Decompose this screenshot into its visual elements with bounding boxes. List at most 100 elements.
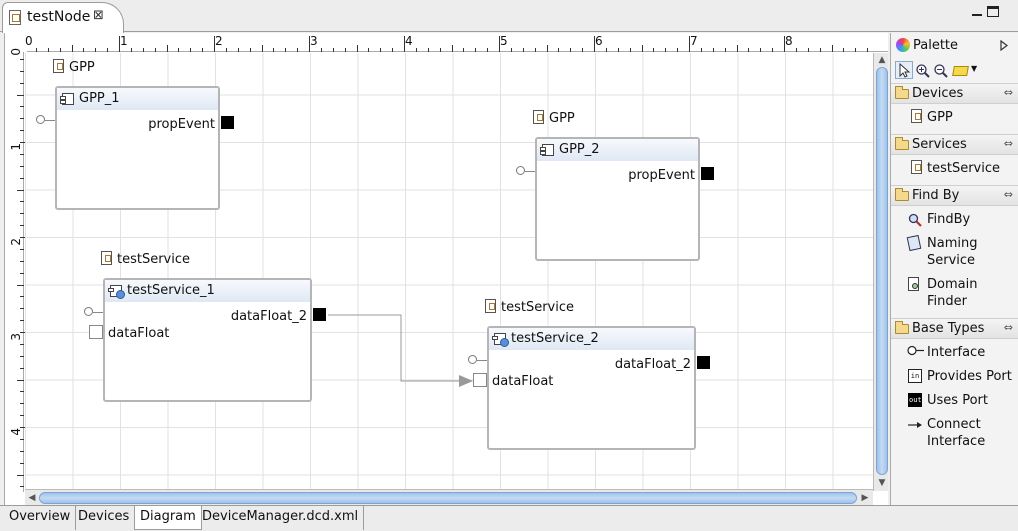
connection-line[interactable]: [25, 53, 873, 489]
close-icon[interactable]: ⊠: [93, 8, 104, 23]
pin-icon[interactable]: ⇔: [1003, 321, 1013, 334]
ruler-tick: [451, 45, 453, 52]
palette-item-connect-interface[interactable]: Connect Interface: [927, 417, 986, 449]
ruler-tick: [819, 48, 821, 52]
interface-port[interactable]: [36, 115, 45, 124]
service-node-testservice-1[interactable]: testService_1 dataFloat_2 dataFloat: [103, 278, 312, 402]
ruler-tick: [20, 320, 24, 322]
interface-line: [45, 120, 55, 121]
ruler-tick: [831, 45, 833, 52]
palette-drawer-find-by[interactable]: Find By ⇔: [891, 185, 1018, 206]
ruler-tick: [20, 403, 24, 405]
file-icon: [911, 160, 922, 174]
ruler-tick: [736, 45, 738, 52]
folder-icon: [895, 321, 909, 334]
ruler-tick: [20, 272, 24, 274]
ruler-tick-label: 1: [120, 34, 128, 48]
scroll-down-icon[interactable]: ▼: [878, 478, 886, 488]
ruler-tick-label: 0: [9, 48, 23, 56]
vertical-scroll-thumb[interactable]: [876, 67, 888, 475]
ruler-tick: [297, 48, 299, 52]
palette-item-naming-service[interactable]: Naming Service: [927, 236, 978, 268]
select-tool-icon[interactable]: [895, 61, 913, 79]
ruler-tick-label: 2: [215, 34, 223, 48]
uses-port[interactable]: [313, 308, 326, 321]
uses-port[interactable]: [701, 167, 714, 180]
ruler-tick: [712, 48, 714, 52]
uses-port[interactable]: [697, 356, 710, 369]
palette-resize-handle[interactable]: [887, 261, 893, 275]
tab-devicemanager-dcd-xml[interactable]: DeviceManager.dcd.xml: [197, 506, 365, 530]
ruler-tick: [784, 36, 785, 52]
ruler-tick: [20, 58, 24, 60]
editor-tab-testnode[interactable]: testNode ⊠: [2, 2, 124, 33]
diagram-canvas[interactable]: GPP GPP_1 propEvent GPP GPP_2 propEvent …: [25, 53, 873, 489]
scroll-left-icon[interactable]: ◀: [28, 493, 36, 503]
vertical-scrollbar[interactable]: ▲ ▼: [873, 53, 888, 491]
file-icon: [53, 59, 64, 73]
ruler-tick: [214, 36, 215, 52]
horizontal-scrollbar[interactable]: ◀ ▶: [25, 489, 873, 505]
node-header: [489, 328, 694, 350]
horizontal-scroll-thumb[interactable]: [39, 492, 857, 504]
maximize-icon[interactable]: [987, 6, 999, 17]
pin-icon[interactable]: ⇔: [1003, 137, 1013, 150]
provides-port[interactable]: [473, 373, 487, 387]
palette-item-domain-finder[interactable]: Domain Finder: [927, 277, 978, 309]
interface-port[interactable]: [516, 166, 525, 175]
minimize-icon[interactable]: [971, 6, 983, 18]
node-title: testService_1: [127, 283, 215, 298]
palette-expand-icon[interactable]: [1000, 40, 1008, 51]
pin-icon[interactable]: ⇔: [1003, 188, 1013, 201]
tab-overview[interactable]: Overview: [4, 506, 77, 530]
zoom-out-icon[interactable]: [933, 63, 949, 79]
ruler-tick: [510, 48, 512, 52]
palette-item-gpp[interactable]: GPP: [911, 109, 953, 126]
ruler-tick: [17, 284, 24, 286]
ruler-tick: [285, 48, 287, 52]
interface-port[interactable]: [84, 307, 93, 316]
interface-port[interactable]: [468, 355, 477, 364]
ruler-tick: [71, 45, 73, 52]
service-node-testservice-2[interactable]: testService_2 dataFloat_2 dataFloat: [487, 326, 696, 450]
ruler-tick: [795, 48, 797, 52]
palette-drawer-base-types[interactable]: Base Types ⇔: [891, 318, 1018, 339]
pin-icon[interactable]: ⇔: [1003, 86, 1013, 99]
palette-item-testservice[interactable]: testService: [911, 160, 1000, 177]
palette-item-findby[interactable]: FindBy: [927, 212, 971, 227]
ruler-tick: [237, 48, 239, 52]
provides-port[interactable]: [89, 325, 103, 339]
folder-icon: [895, 188, 909, 201]
ruler-tick: [20, 248, 24, 250]
ruler-tick: [487, 48, 489, 52]
zoom-in-icon[interactable]: [915, 63, 931, 79]
palette-item-interface[interactable]: Interface: [927, 345, 986, 360]
uses-port[interactable]: [221, 116, 234, 129]
device-node-gpp-1[interactable]: GPP_1 propEvent: [55, 86, 220, 210]
editor-tab-bar: testNode ⊠: [0, 0, 1018, 33]
ruler-tick: [320, 48, 322, 52]
scroll-up-icon[interactable]: ▲: [878, 55, 886, 65]
palette-item-uses-port[interactable]: Uses Port: [927, 393, 988, 408]
note-dropdown-icon[interactable]: ▼: [971, 64, 978, 73]
naming-service-icon: [906, 234, 922, 252]
ruler-tick: [356, 45, 358, 52]
tab-diagram[interactable]: Diagram: [134, 506, 202, 530]
tab-devices[interactable]: Devices: [73, 506, 136, 530]
palette-drawer-devices[interactable]: Devices ⇔: [891, 83, 1018, 104]
ruler-tick: [20, 367, 24, 369]
domain-finder-icon: [908, 277, 919, 291]
provides-port-icon: in: [908, 369, 922, 383]
device-node-gpp-2[interactable]: GPP_2 propEvent: [535, 137, 700, 261]
scroll-right-icon[interactable]: ▶: [861, 493, 869, 503]
interface-line: [477, 360, 487, 361]
ruler-tick-label: 1: [9, 143, 23, 151]
ruler-tick: [558, 48, 560, 52]
palette-drawer-services[interactable]: Services ⇔: [891, 134, 1018, 155]
ruler-tick-label: 2: [9, 238, 23, 246]
device-type-label: GPP: [533, 110, 575, 126]
note-icon[interactable]: [952, 66, 969, 76]
palette-item-provides-port[interactable]: Provides Port: [927, 369, 1012, 384]
ruler-tick: [273, 48, 275, 52]
